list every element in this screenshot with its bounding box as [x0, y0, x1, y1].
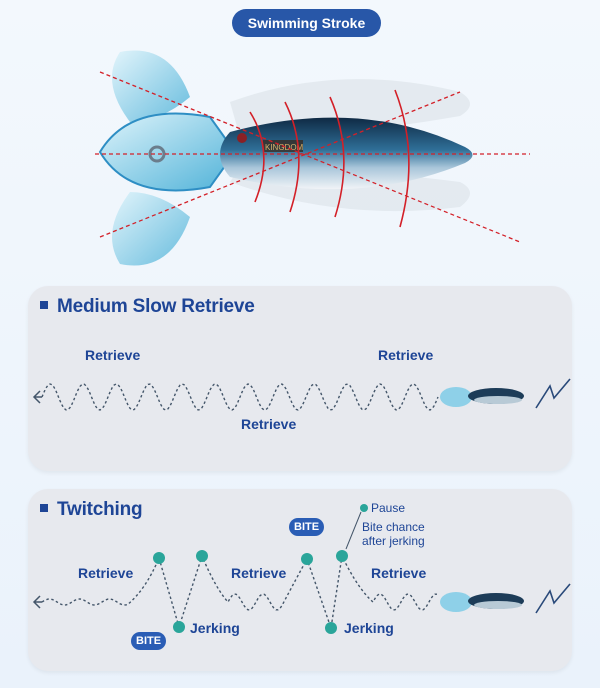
- retrieve-label: Retrieve: [378, 347, 434, 363]
- retrieve-label: Retrieve: [231, 565, 287, 581]
- mini-lure-icon: [440, 592, 524, 612]
- pause-dot: [301, 553, 313, 565]
- medium-slow-retrieve-panel: Medium Slow Retrieve Retrieve Retrieve R…: [28, 286, 572, 471]
- jerking-label: Jerking: [190, 620, 240, 636]
- retrieve-label: Retrieve: [371, 565, 427, 581]
- twitching-panel: Twitching Retrieve Retrieve Retrieve Jer…: [28, 489, 572, 671]
- jerking-label: Jerking: [344, 620, 394, 636]
- pause-dot: [153, 552, 165, 564]
- panel-title: Twitching: [40, 499, 143, 521]
- bite-chance-note: Bite chance: [362, 520, 425, 534]
- arrow-head-icon: [32, 595, 42, 609]
- retrieve-label: Retrieve: [85, 347, 141, 363]
- retrieve-path: [32, 378, 571, 411]
- jerk-dot: [173, 621, 185, 633]
- bullet-square-icon: [40, 503, 48, 512]
- bite-badge: BITE: [131, 632, 167, 650]
- motion-zigzag-icon: [535, 583, 571, 614]
- bite-badge: BITE: [289, 518, 325, 536]
- motion-zigzag-icon: [535, 378, 571, 409]
- retrieve-label: Retrieve: [241, 416, 297, 432]
- section-title: Swimming Stroke: [232, 9, 381, 37]
- jerk-dot: [325, 622, 337, 634]
- lure-illustration: KINGDOM: [95, 50, 530, 266]
- pause-dot: [196, 550, 208, 562]
- lure-brand-text: KINGDOM: [265, 143, 304, 152]
- bullet-square-icon: [40, 300, 48, 309]
- retrieve-label: Retrieve: [78, 565, 134, 581]
- twitch-path: [32, 504, 571, 634]
- pause-dot: [336, 550, 348, 562]
- arrow-head-icon: [32, 390, 42, 404]
- panel-title: Medium Slow Retrieve: [40, 296, 255, 318]
- legend-dot: [360, 504, 368, 512]
- mini-lure-icon: [440, 387, 524, 407]
- pause-legend: Pause: [371, 501, 406, 515]
- bite-chance-note: after jerking: [362, 534, 425, 548]
